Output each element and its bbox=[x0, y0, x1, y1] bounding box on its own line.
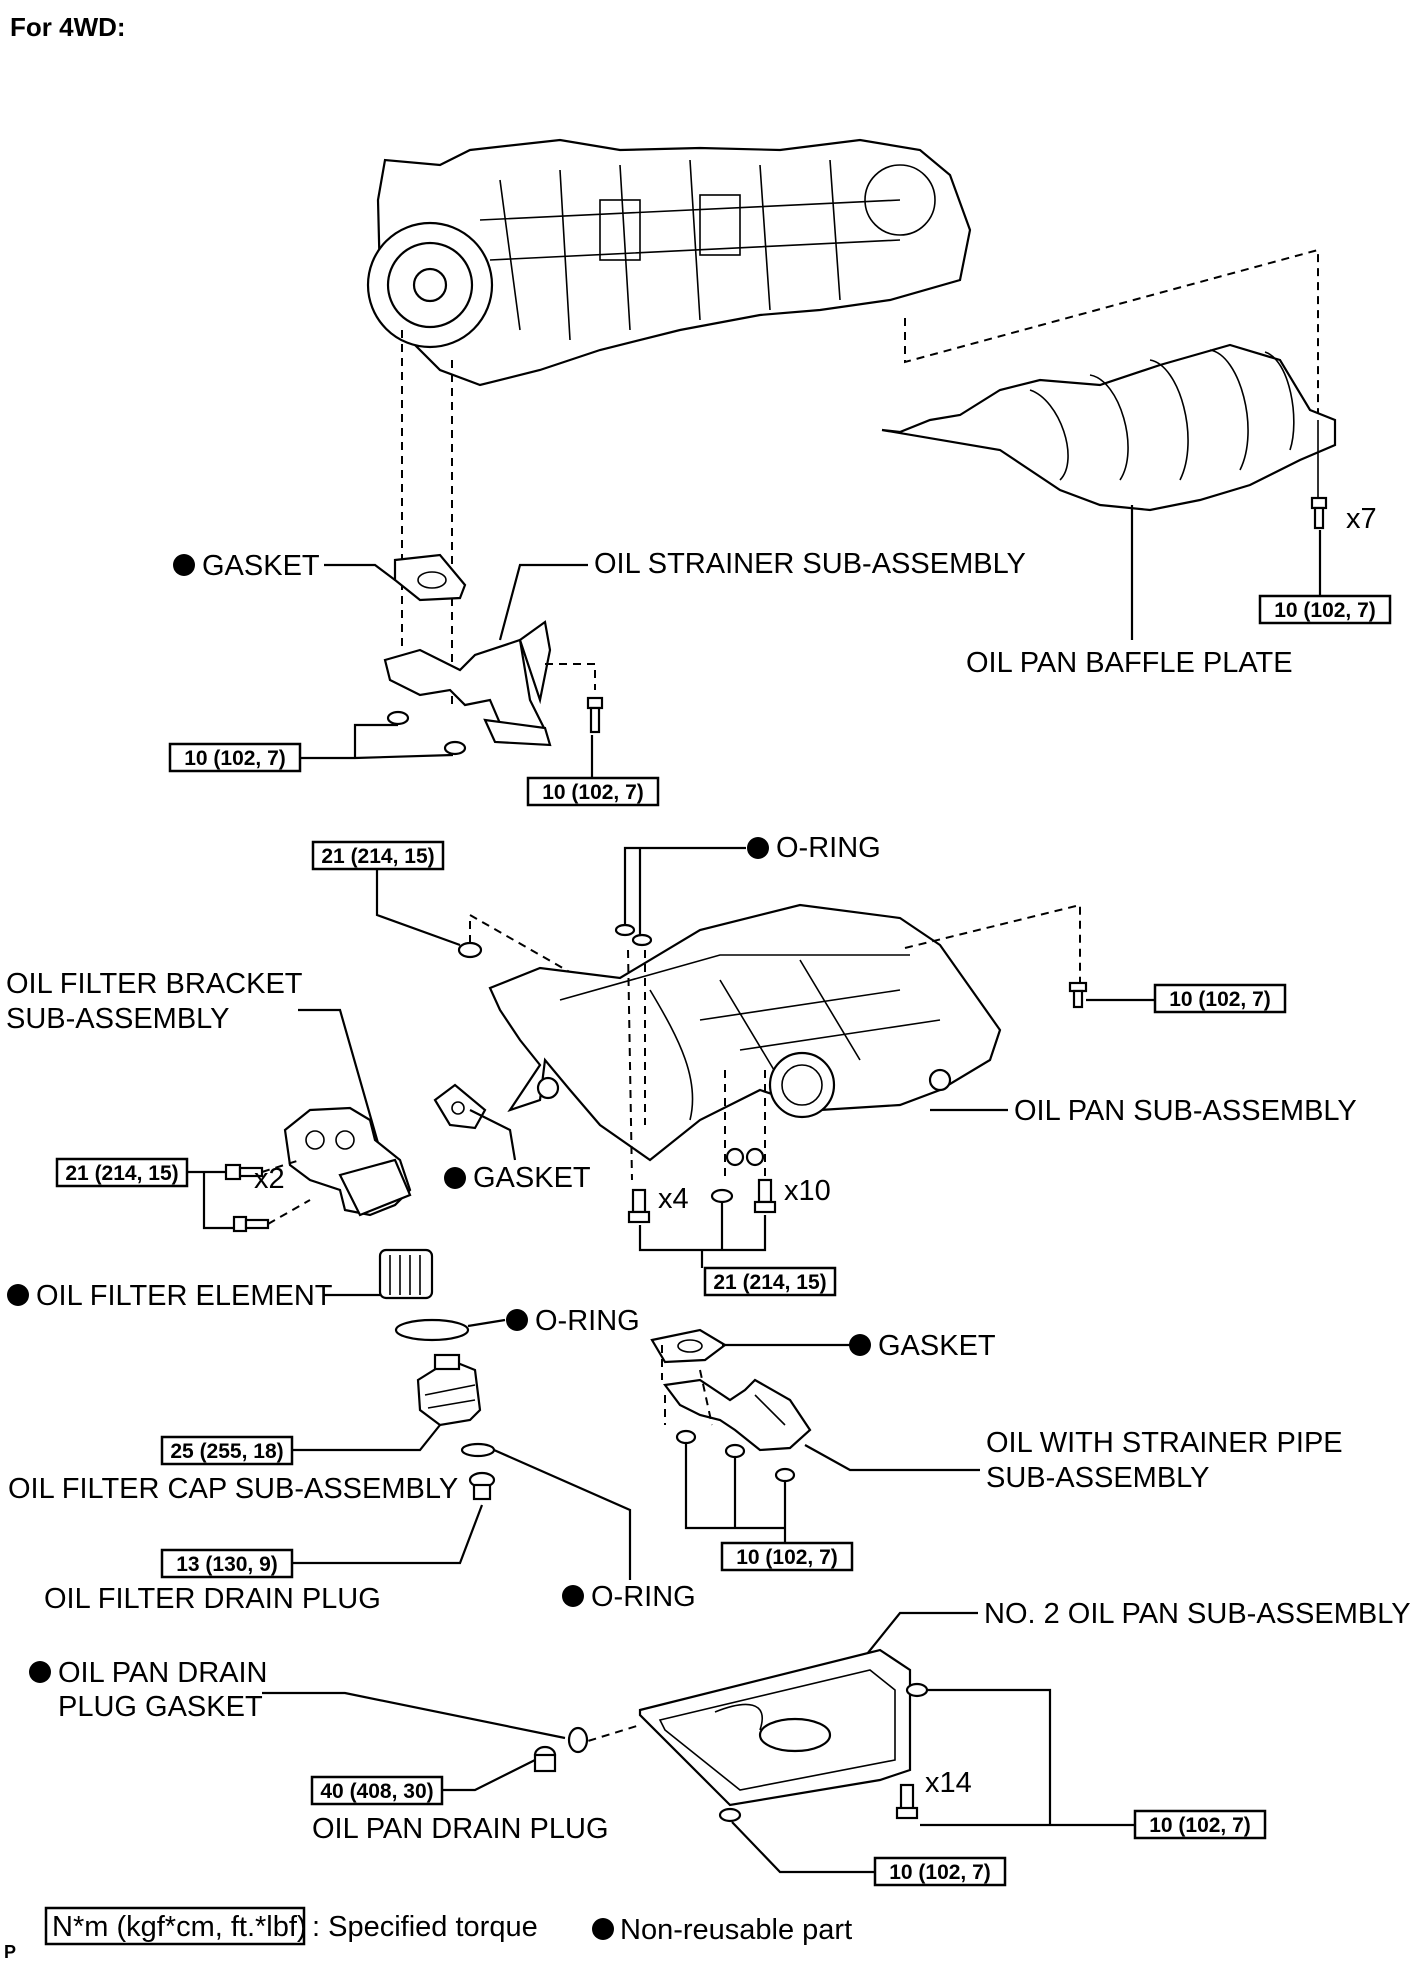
gasket-mid-label: GASKET bbox=[473, 1162, 591, 1194]
footer-code: P bbox=[4, 1942, 16, 1962]
nut-icon bbox=[457, 941, 483, 959]
oil-pan-drain-plug-part bbox=[533, 1745, 557, 1773]
no2-oil-pan-part bbox=[638, 1648, 912, 1807]
oring-icon bbox=[460, 1442, 496, 1458]
nonreusable-dot-icon bbox=[849, 1334, 871, 1356]
svg-text:21 (214, 15): 21 (214, 15) bbox=[65, 1162, 178, 1185]
nonreusable-dot-icon bbox=[506, 1309, 528, 1331]
torque-box-pan-lower: 21 (214, 15) bbox=[703, 1266, 837, 1297]
oring-icon bbox=[394, 1318, 470, 1342]
x10-count: x10 bbox=[784, 1175, 831, 1207]
oil-pan-sub-label: OIL PAN SUB-ASSEMBLY bbox=[1014, 1095, 1357, 1127]
gasket-low-part bbox=[650, 1328, 727, 1364]
drain-gasket-label-1: OIL PAN DRAIN bbox=[58, 1657, 268, 1689]
svg-text:21 (214, 15): 21 (214, 15) bbox=[321, 845, 434, 868]
oil-strainer-pipe-label-2: SUB-ASSEMBLY bbox=[986, 1462, 1209, 1494]
nut-icon bbox=[386, 710, 467, 756]
torque-box-filter-cap: 25 (255, 18) bbox=[160, 1435, 294, 1466]
oil-pan-sub-assembly-part bbox=[488, 903, 1002, 1167]
oil-strainer-pipe-part bbox=[663, 1378, 812, 1452]
oil-filter-drain-plug-label: OIL FILTER DRAIN PLUG bbox=[44, 1583, 381, 1615]
oil-strainer-pipe-label-1: OIL WITH STRAINER PIPE bbox=[986, 1427, 1343, 1459]
svg-text:10 (102, 7): 10 (102, 7) bbox=[542, 781, 644, 804]
torque-box-no2-bottom: 10 (102, 7) bbox=[873, 1856, 1007, 1887]
torque-box-baffle: 10 (102, 7) bbox=[1258, 594, 1392, 625]
oil-filter-bracket-label-2: SUB-ASSEMBLY bbox=[6, 1003, 229, 1035]
legend-nonreusable: Non-reusable part bbox=[592, 1914, 852, 1946]
oil-filter-cap-label: OIL FILTER CAP SUB-ASSEMBLY bbox=[8, 1473, 458, 1505]
svg-text:25 (255, 18): 25 (255, 18) bbox=[170, 1440, 283, 1463]
engine-block-illustration bbox=[366, 138, 972, 387]
oil-filter-bracket-part bbox=[283, 1106, 412, 1217]
bolt-icon bbox=[586, 696, 604, 734]
svg-text:10 (102, 7): 10 (102, 7) bbox=[1149, 1814, 1251, 1837]
nonreusable-dot-icon bbox=[29, 1661, 51, 1683]
legend-torque: N*m (kgf*cm, ft.*lbf) : Specified torque bbox=[44, 1906, 538, 1946]
gasket-low-label: GASKET bbox=[878, 1330, 996, 1362]
oil-pan-baffle-plate bbox=[881, 343, 1337, 512]
gasket-top-part bbox=[393, 553, 467, 602]
svg-text:21 (214, 15): 21 (214, 15) bbox=[713, 1271, 826, 1294]
header-title: For 4WD: bbox=[10, 12, 126, 42]
oil-filter-element-label: OIL FILTER ELEMENT bbox=[36, 1280, 333, 1312]
torque-box-strainer-bolt: 10 (102, 7) bbox=[526, 776, 660, 807]
oring-low-label: O-RING bbox=[591, 1581, 696, 1613]
oil-pan-baffle-label: OIL PAN BAFFLE PLATE bbox=[966, 647, 1293, 679]
no2-oil-pan-label: NO. 2 OIL PAN SUB-ASSEMBLY bbox=[984, 1598, 1411, 1630]
x2-count: x2 bbox=[254, 1163, 285, 1195]
oil-filter-bracket-label-1: OIL FILTER BRACKET bbox=[6, 968, 303, 1000]
nut-icon bbox=[675, 1429, 796, 1483]
x7-count: x7 bbox=[1346, 503, 1377, 535]
svg-text:40 (408, 30): 40 (408, 30) bbox=[320, 1780, 433, 1803]
drain-gasket-label-2: PLUG GASKET bbox=[58, 1691, 263, 1723]
gasket-top-label: GASKET bbox=[202, 550, 320, 582]
drain-gasket-part bbox=[567, 1726, 589, 1754]
bolt-icon bbox=[1068, 981, 1088, 1009]
oring-small-icon bbox=[614, 923, 653, 947]
svg-text:10 (102, 7): 10 (102, 7) bbox=[1169, 988, 1271, 1011]
nonreusable-dot-icon bbox=[444, 1167, 466, 1189]
gasket-mid-part bbox=[433, 1083, 487, 1130]
oil-filter-element-part bbox=[378, 1248, 434, 1300]
oil-strainer-part bbox=[383, 620, 552, 747]
oring-mid-label: O-RING bbox=[535, 1305, 640, 1337]
svg-text:Non-reusable part: Non-reusable part bbox=[620, 1914, 852, 1946]
nonreusable-dot-icon bbox=[562, 1585, 584, 1607]
nonreusable-dot-icon bbox=[173, 554, 195, 576]
torque-box-strainer-nut: 10 (102, 7) bbox=[168, 742, 302, 773]
svg-text:10 (102, 7): 10 (102, 7) bbox=[184, 747, 286, 770]
svg-text:10 (102, 7): 10 (102, 7) bbox=[1274, 599, 1376, 622]
nonreusable-dot-icon bbox=[7, 1284, 29, 1306]
x14-count: x14 bbox=[925, 1767, 972, 1799]
torque-box-no2-right: 10 (102, 7) bbox=[1133, 1809, 1267, 1840]
svg-text:10 (102, 7): 10 (102, 7) bbox=[736, 1546, 838, 1569]
svg-text:N*m (kgf*cm, ft.*lbf): N*m (kgf*cm, ft.*lbf) bbox=[52, 1911, 307, 1943]
svg-text:10 (102, 7): 10 (102, 7) bbox=[889, 1861, 991, 1884]
oil-pan-drain-plug-label: OIL PAN DRAIN PLUG bbox=[312, 1813, 609, 1845]
bolt-icon bbox=[895, 1783, 919, 1820]
svg-text:13 (130, 9): 13 (130, 9) bbox=[176, 1553, 278, 1576]
bolt-icon bbox=[627, 1188, 651, 1224]
nonreusable-dot-icon bbox=[747, 837, 769, 859]
svg-text:: Specified torque: : Specified torque bbox=[312, 1911, 538, 1943]
torque-box-pan-bolt: 10 (102, 7) bbox=[1153, 983, 1287, 1014]
bolt-icon bbox=[224, 1163, 270, 1233]
nut-icon bbox=[718, 1682, 929, 1823]
x4-count: x4 bbox=[658, 1183, 689, 1215]
bolt-icon bbox=[1310, 496, 1328, 530]
torque-box-pan-drain: 40 (408, 30) bbox=[310, 1775, 444, 1806]
bolt-icon bbox=[753, 1178, 777, 1214]
nut-icon bbox=[710, 1188, 734, 1204]
nonreusable-dot-icon bbox=[592, 1918, 614, 1940]
torque-box-pipe-nuts: 10 (102, 7) bbox=[720, 1541, 854, 1572]
oil-strainer-label: OIL STRAINER SUB-ASSEMBLY bbox=[594, 548, 1026, 580]
oil-filter-cap-part bbox=[416, 1353, 482, 1427]
oring-top-label: O-RING bbox=[776, 832, 881, 864]
drain-plug-part bbox=[468, 1471, 496, 1501]
torque-box-bracket: 21 (214, 15) bbox=[55, 1157, 189, 1188]
torque-box-filter-drain: 13 (130, 9) bbox=[160, 1548, 294, 1579]
torque-box-pan-nut: 21 (214, 15) bbox=[311, 840, 445, 871]
